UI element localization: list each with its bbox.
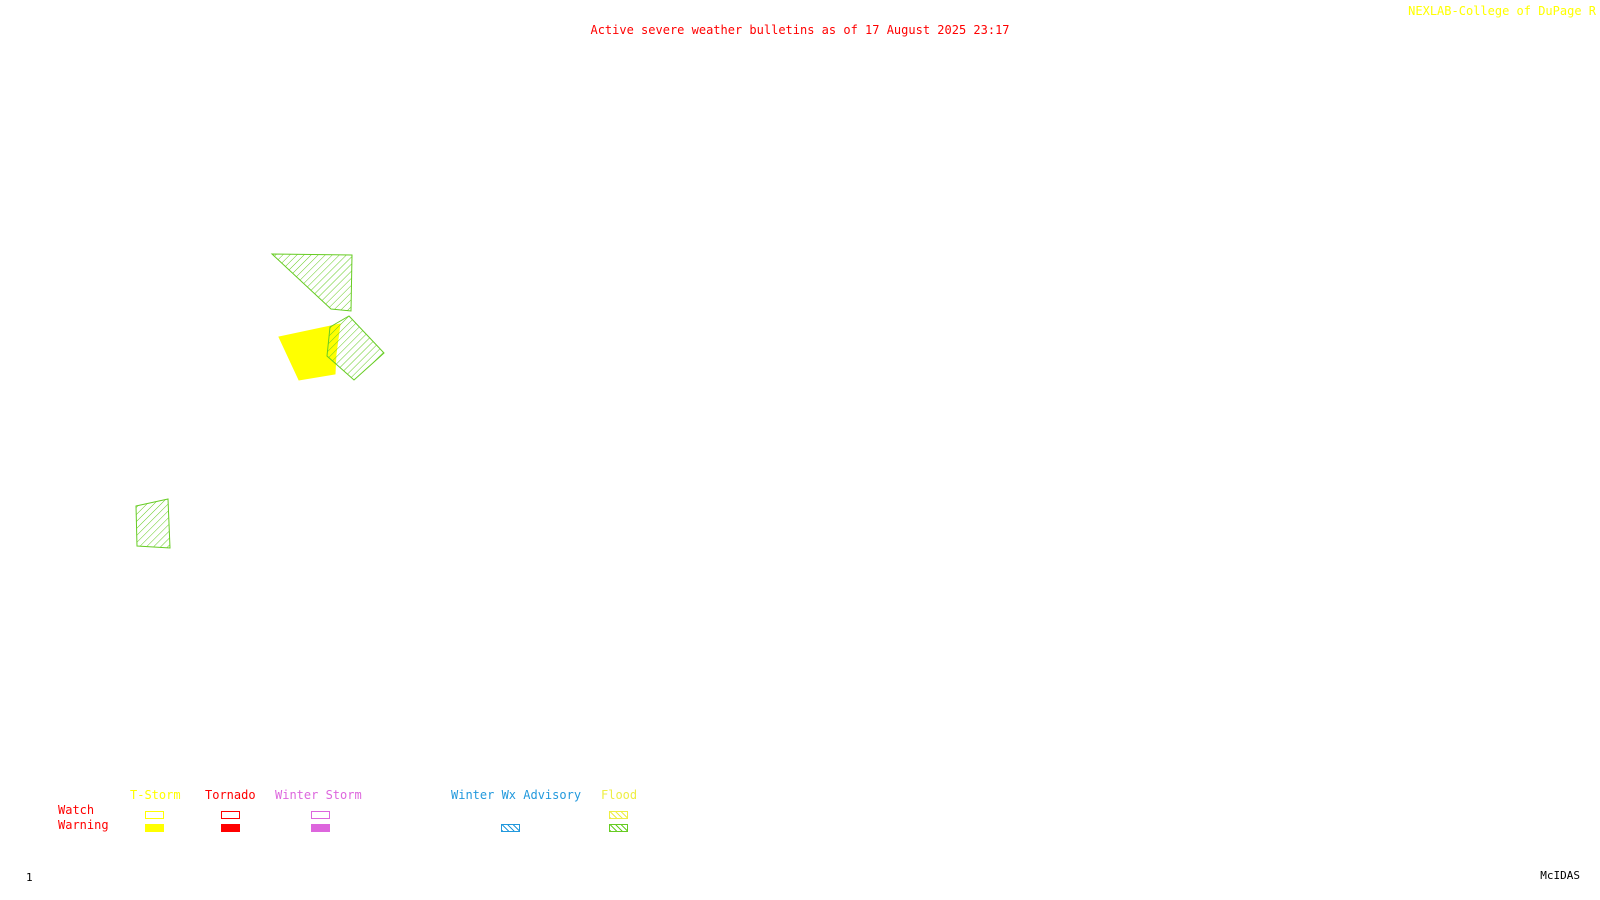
legend-swatch-tstorm-watch: [145, 811, 164, 819]
legend-swatch-tornado-watch: [221, 811, 240, 819]
flood-warning-polygon[interactable]: [326, 315, 385, 381]
flood-warning-polygon[interactable]: [135, 498, 171, 549]
legend-label-winter-storm: Winter Storm: [275, 788, 362, 802]
legend-row-warning: Warning: [58, 818, 109, 832]
legend-swatch-winter-storm-warning: [311, 824, 330, 832]
legend-swatch-flood-warning: [609, 824, 628, 832]
legend-label-tornado: Tornado: [205, 788, 256, 802]
legend-label-flood: Flood: [601, 788, 638, 802]
legend-row-watch: Watch: [58, 803, 95, 817]
page-title: Active severe weather bulletins as of 17…: [590, 23, 1010, 37]
software-label: McIDAS: [1540, 869, 1580, 882]
legend-label-winter-advisory: Winter Wx Advisory: [451, 788, 582, 802]
legend-swatch-winter-advisory-warning: [501, 824, 520, 832]
flood-warning-polygon[interactable]: [270, 253, 353, 312]
frame-number: 1: [26, 871, 33, 884]
legend-swatch-winter-storm-watch: [311, 811, 330, 819]
legend-swatch-flood-watch: [609, 811, 628, 819]
legend-swatch-tornado-warning: [221, 824, 240, 832]
legend-label-tstorm: T-Storm: [130, 788, 181, 802]
legend-swatch-tstorm-warning: [145, 824, 164, 832]
source-credit: NEXLAB-College of DuPage R: [1408, 4, 1596, 18]
